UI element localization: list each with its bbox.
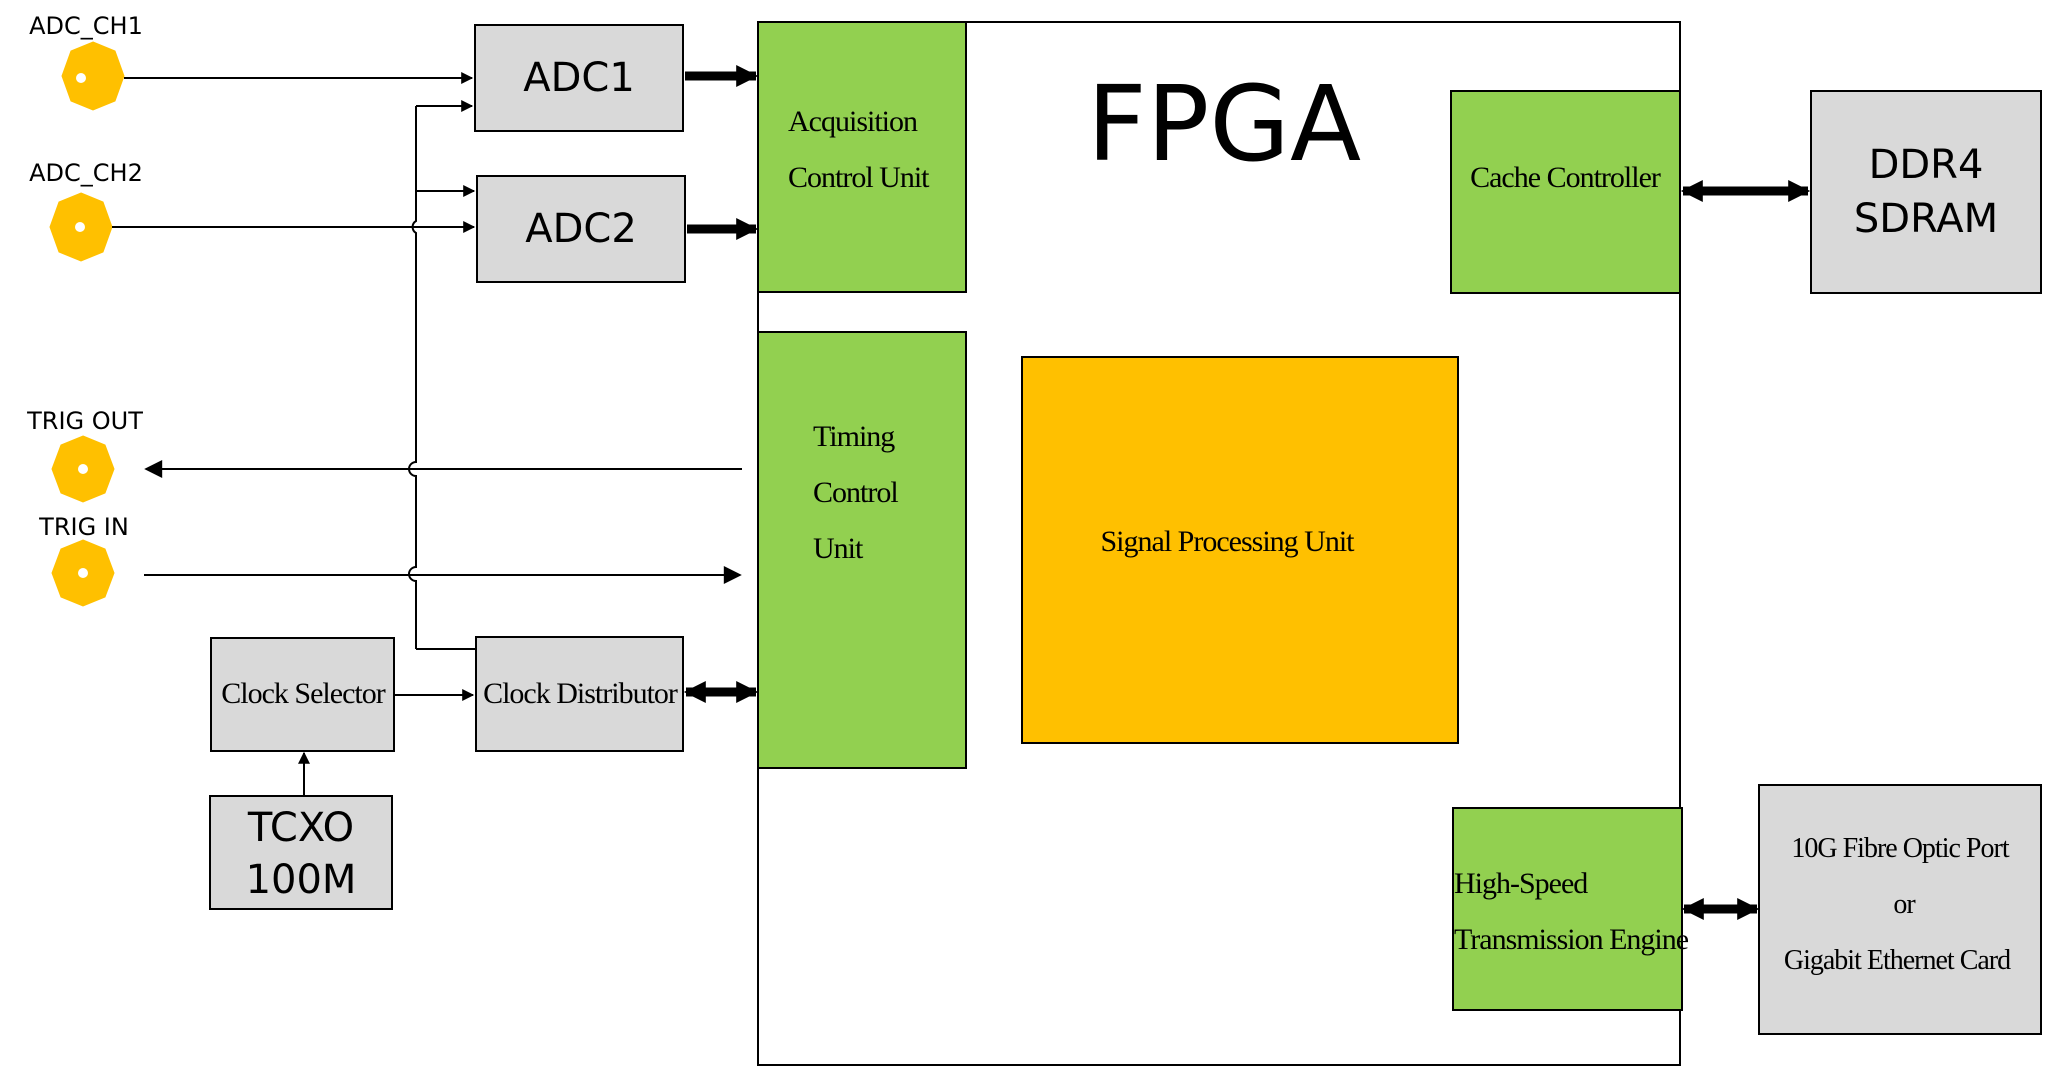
trig-in-connector: TRIG IN — [38, 513, 129, 607]
timing-label-line1: Timing — [813, 420, 895, 453]
adc1-label: ADC1 — [523, 55, 635, 101]
clock-distributor-block: Clock Distributor — [475, 636, 684, 752]
adc2-block: ADC2 — [476, 175, 686, 283]
trig-out-label: TRIG OUT — [26, 407, 143, 435]
ddr4-label-line1: DDR4 — [1869, 142, 1984, 188]
acquisition-label-line2: Control Unit — [788, 161, 930, 194]
network-label-line2: or — [1893, 889, 1916, 920]
clock-selector-label: Clock Selector — [221, 677, 385, 710]
acquisition-label-line1: Acquisition — [788, 105, 918, 138]
tcxo-label-line2: 100M — [246, 857, 357, 903]
trig-out-connector: TRIG OUT — [26, 407, 143, 503]
clock-bus-vertical — [408, 106, 417, 649]
acquisition-control-unit: Acquisition Control Unit — [757, 21, 967, 293]
adc1-block: ADC1 — [474, 24, 684, 132]
timing-label-line3: Unit — [813, 532, 864, 565]
cache-controller-block: Cache Controller — [1450, 90, 1681, 294]
clock-distributor-label: Clock Distributor — [483, 677, 678, 710]
network-label-line3: Gigabit Ethernet Card — [1784, 945, 2011, 976]
tcxo-block: TCXO 100M — [209, 795, 393, 910]
timing-label-line2: Control — [813, 476, 898, 509]
signal-processing-unit: Signal Processing Unit — [1021, 356, 1459, 744]
cache-controller-label: Cache Controller — [1470, 161, 1661, 194]
network-label-line1: 10G Fibre Optic Port — [1791, 833, 2009, 864]
tcxo-label-line1: TCXO — [247, 805, 354, 851]
timing-control-unit: Timing Control Unit — [757, 331, 967, 769]
high-speed-transmission-engine: High-Speed Transmission Engine — [1452, 807, 1690, 1011]
trig-in-label: TRIG IN — [38, 513, 129, 541]
adc-ch2-label: ADC_CH2 — [29, 159, 143, 187]
adc-ch1-connector-icon — [61, 41, 125, 111]
clock-selector-block: Clock Selector — [210, 637, 395, 752]
adc-ch2-connector: ADC_CH2 — [29, 159, 143, 262]
adc-ch1-connector: ADC_CH1 — [29, 12, 143, 111]
adc-ch1-label: ADC_CH1 — [29, 12, 143, 40]
signal-processing-label: Signal Processing Unit — [1101, 525, 1356, 558]
high-speed-label-line1: High-Speed — [1454, 867, 1588, 900]
ddr4-label-line2: SDRAM — [1854, 196, 1998, 242]
high-speed-label-line2: Transmission Engine — [1454, 923, 1689, 956]
adc2-label: ADC2 — [525, 206, 637, 252]
ddr4-sdram-block: DDR4 SDRAM — [1810, 90, 2042, 294]
network-card-block: 10G Fibre Optic Port or Gigabit Ethernet… — [1758, 784, 2042, 1035]
fpga-title: FPGA — [1087, 63, 1361, 185]
